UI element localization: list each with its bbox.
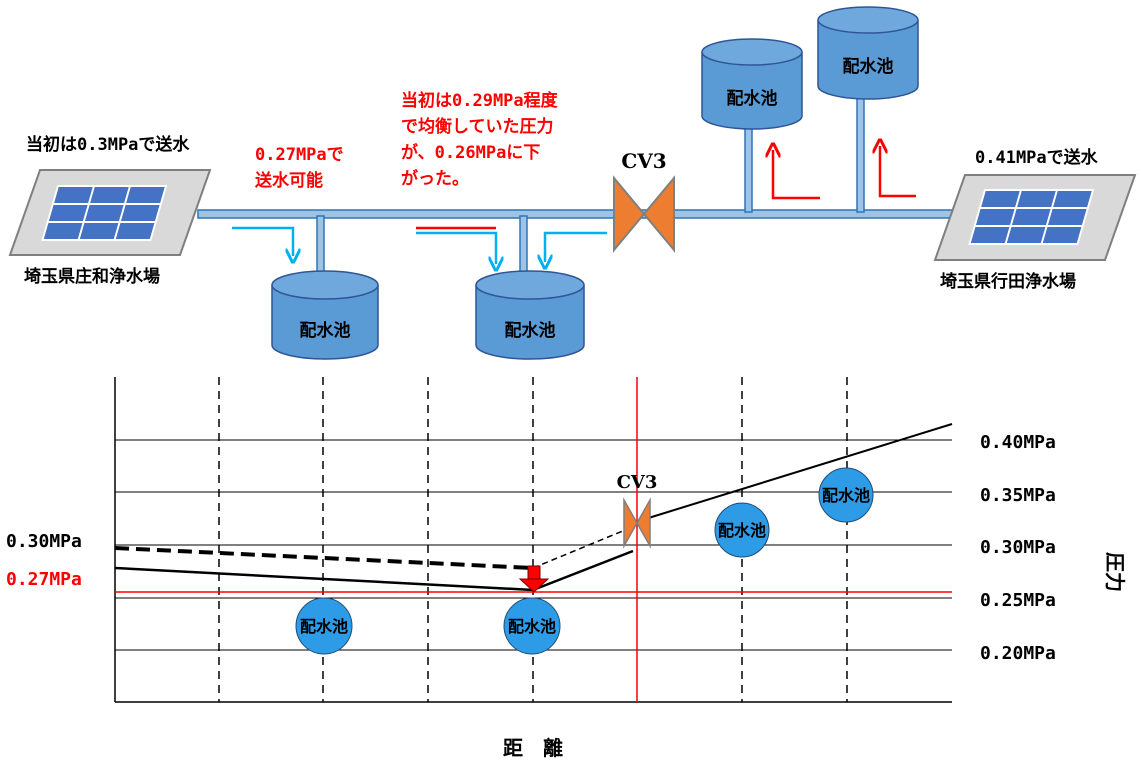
chart-reservoir-marker: 配水池	[295, 597, 353, 655]
chart-reservoir-marker: 配水池	[714, 502, 770, 558]
y-tick-label: 0.40MPa	[980, 432, 1056, 453]
left-plant-note: 当初は0.3MPaで送水	[26, 134, 190, 155]
chart-reservoir-marker: 配水池	[818, 467, 874, 523]
flow-arrow-red	[773, 150, 820, 200]
reservoir-icon: 配水池	[271, 270, 379, 360]
right-plant-note: 0.41MPaで送水	[975, 147, 1099, 168]
pipeline-schematic: 配水池 配水池 配水池 配水池 CV3	[8, 6, 1137, 360]
annotation-center-line3: が、0.26MPaに下	[401, 142, 540, 163]
reservoir-label: 配水池	[300, 320, 351, 341]
y-tick-label: 0.20MPa	[980, 643, 1056, 664]
left-label-030: 0.30MPa	[6, 531, 82, 552]
pressure-drop-arrow-icon	[518, 565, 550, 593]
pressure-line-thin-dashed	[532, 527, 631, 569]
reservoir-icon: 配水池	[701, 38, 803, 130]
chart-valve-icon	[623, 497, 651, 549]
left-plant-name: 埼玉県庄和浄水場	[24, 266, 160, 287]
annotation-center-line4: がった。	[401, 168, 469, 189]
chart-reservoir-marker: 配水池	[503, 597, 561, 655]
pressure-chart: CV3 配水池 配水池 配水池 配水池 0.40MPa 0.35MPa 0.30…	[6, 377, 1127, 760]
y-axis-label: 圧力	[1103, 552, 1127, 592]
plant-right-icon	[933, 174, 1137, 261]
chart-reservoir-label: 配水池	[508, 617, 556, 636]
y-tick-label: 0.25MPa	[980, 590, 1056, 611]
y-tick-label: 0.30MPa	[980, 537, 1056, 558]
reservoir-icon: 配水池	[817, 6, 919, 100]
branch-pipe-3	[744, 121, 753, 213]
flow-arrow	[545, 231, 607, 262]
main-pipe	[197, 209, 954, 219]
x-axis-label: 距 離	[503, 736, 563, 760]
plant-left-icon	[8, 169, 212, 256]
valve-cv3-icon	[613, 175, 675, 253]
reservoir-label: 配水池	[505, 320, 556, 341]
pressure-line-initial-dashed	[114, 546, 534, 570]
annotation-left-line2: 送水可能	[255, 170, 323, 191]
branch-pipe-4	[856, 91, 865, 213]
chart-reservoir-label: 配水池	[822, 486, 870, 505]
left-label-027: 0.27MPa	[6, 569, 82, 590]
valve-label: CV3	[621, 149, 666, 173]
chart-reservoir-label: 配水池	[300, 617, 348, 636]
annotation-left-line1: 0.27MPaで	[255, 145, 344, 165]
right-plant-name: 埼玉県行田浄水場	[940, 271, 1076, 292]
annotation-center-line1: 当初は0.29MPa程度	[401, 90, 559, 111]
chart-valve-label: CV3	[617, 472, 658, 493]
reservoir-label: 配水池	[843, 56, 894, 77]
y-tick-label: 0.35MPa	[980, 485, 1056, 506]
pressure-line-right	[641, 423, 953, 521]
flow-arrow	[232, 226, 293, 256]
flow-arrow-red	[880, 146, 916, 198]
reservoir-label: 配水池	[727, 88, 778, 109]
pressure-line-current	[114, 549, 634, 592]
annotation-center-line2: で均衡していた圧力	[401, 116, 554, 137]
reservoir-icon: 配水池	[475, 270, 585, 360]
chart-reservoir-label: 配水池	[718, 521, 766, 540]
flow-arrow	[416, 231, 496, 264]
